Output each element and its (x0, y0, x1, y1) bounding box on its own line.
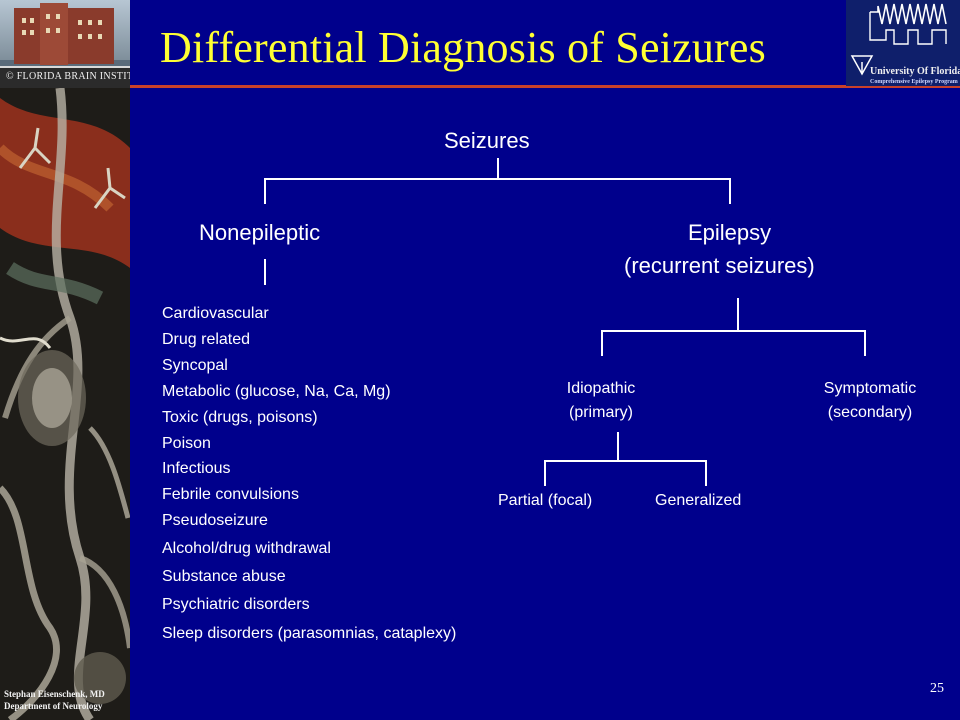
node-symptomatic: Symptomatic (secondary) (800, 377, 940, 425)
title-underline (130, 85, 960, 88)
credit-author: Stephan Eisenschenk, MD (4, 689, 105, 699)
connector (737, 298, 739, 330)
list-item: Metabolic (glucose, Na, Ca, Mg) (162, 383, 391, 400)
epilepsy-logo-university: University Of Florida (870, 66, 960, 77)
node-idiopathic-label: Idiopathic (566, 380, 636, 397)
brain-institute-logo-text: © FLORIDA BRAIN INSTITUTE (6, 71, 130, 82)
connector (729, 178, 731, 204)
brain-institute-logo: © FLORIDA BRAIN INSTITUTE (0, 0, 130, 90)
list-item: Infectious (162, 460, 231, 477)
node-idiopathic: Idiopathic (primary) (541, 377, 661, 425)
slide-title: Differential Diagnosis of Seizures (160, 23, 766, 72)
connector (601, 330, 866, 332)
list-item: Psychiatric disorders (162, 596, 310, 613)
eeg-wave-icon (846, 0, 960, 86)
node-epilepsy: Epilepsy (688, 220, 772, 245)
connector (544, 460, 546, 486)
connector (497, 158, 499, 178)
connector (617, 432, 619, 460)
node-nonepileptic: Nonepileptic (199, 220, 321, 245)
list-item: Poison (162, 435, 211, 452)
credit-department: Department of Neurology (4, 701, 103, 711)
connector (544, 460, 707, 462)
list-item: Drug related (162, 331, 251, 348)
epilepsy-program-logo: University Of Florida Comprehensive Epil… (846, 0, 960, 86)
connector (864, 330, 866, 356)
author-credit: Stephan Eisenschenk, MD Department of Ne… (4, 688, 130, 712)
node-epilepsy-subtitle: (recurrent seizures) (624, 253, 815, 278)
node-seizures: Seizures (444, 128, 530, 153)
node-idiopathic-subtitle: (primary) (569, 404, 633, 421)
connector (601, 330, 603, 356)
node-generalized: Generalized (655, 492, 742, 509)
node-symptomatic-label: Symptomatic (823, 380, 917, 397)
sidebar-artwork: © FLORIDA BRAIN INSTITUTE Stephan Eisens… (0, 0, 130, 720)
epilepsy-logo-program: Comprehensive Epilepsy Program (870, 79, 958, 85)
list-item: Sleep disorders (parasomnias, cataplexy) (162, 625, 457, 642)
page-number: 25 (930, 681, 944, 696)
list-item: Syncopal (162, 357, 228, 374)
list-item: Alcohol/drug withdrawal (162, 540, 331, 557)
list-item: Cardiovascular (162, 305, 269, 322)
list-item: Substance abuse (162, 568, 286, 585)
node-partial: Partial (focal) (498, 492, 593, 509)
list-item: Pseudoseizure (162, 512, 268, 529)
connector (264, 178, 266, 204)
list-item: Toxic (drugs, poisons) (162, 409, 318, 426)
connector (264, 259, 266, 285)
connector (705, 460, 707, 486)
node-symptomatic-subtitle: (secondary) (827, 404, 913, 421)
list-item: Febrile convulsions (162, 486, 299, 503)
connector (264, 178, 730, 180)
neuron-artwork (0, 88, 130, 720)
